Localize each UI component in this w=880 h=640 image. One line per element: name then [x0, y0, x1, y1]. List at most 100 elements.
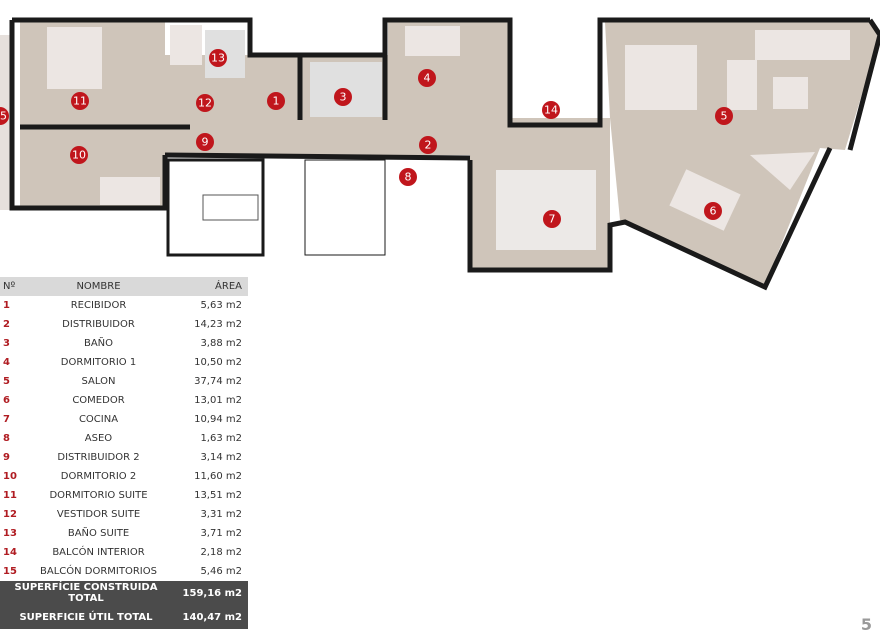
table-row: 14 BALCÓN INTERIOR 2,18 m2: [0, 543, 248, 562]
room-marker: 3: [334, 88, 352, 106]
room-name: COCINA: [78, 414, 119, 425]
room-number: 12: [3, 509, 17, 520]
marker-circle: [715, 107, 733, 125]
room-marker: 7: [543, 210, 561, 228]
marker-circle: [196, 94, 214, 112]
marker-number: 2: [425, 139, 432, 152]
room-marker: 2: [419, 136, 437, 154]
room-number: 10: [3, 471, 17, 482]
room-area: 3,31 m2: [200, 509, 242, 520]
coffee-table: [773, 77, 808, 109]
room-marker: 4: [418, 69, 436, 87]
dining-table: [669, 169, 741, 231]
marker-circle: [71, 92, 89, 110]
room-area: 37,74 m2: [194, 376, 242, 387]
marker-number: 13: [211, 52, 225, 65]
room-number: 14: [3, 547, 17, 558]
room-name: BALCÓN INTERIOR: [52, 547, 145, 558]
room-marker: 10: [70, 146, 88, 164]
marker-circle: [334, 88, 352, 106]
room-number: 6: [3, 395, 10, 406]
total-label: SUPERFÍCIE CONSTRUIDA TOTAL: [0, 581, 172, 605]
marker-circle: [704, 202, 722, 220]
marker-circle: [209, 49, 227, 67]
table-header: Nº NOMBRE ÁREA: [0, 277, 248, 296]
room-name: DORMITORIO SUITE: [49, 490, 148, 501]
room-area: 3,88 m2: [200, 338, 242, 349]
room-number: 4: [3, 357, 10, 368]
room-name: DORMITORIO 2: [60, 471, 137, 482]
room-name: DISTRIBUIDOR 2: [57, 452, 140, 463]
room-number: 11: [3, 490, 17, 501]
marker-number: 3: [340, 91, 347, 104]
room-name: BAÑO SUITE: [67, 528, 130, 539]
room-marker: 11: [71, 92, 89, 110]
room-name: VESTIDOR SUITE: [56, 509, 141, 520]
room-area: 13,51 m2: [194, 490, 242, 501]
marker-number: 10: [72, 149, 86, 162]
marker-circle: [419, 136, 437, 154]
room-marker: 8: [399, 168, 417, 186]
walls: [9, 17, 880, 291]
marker-number: 4: [424, 72, 431, 85]
table-row: 9 DISTRIBUIDOR 2 3,14 m2: [0, 448, 248, 467]
room-name: RECIBIDOR: [70, 300, 127, 311]
room-markers: 123456789101112131415: [0, 49, 733, 228]
room-name: DISTRIBUIDOR: [62, 319, 135, 330]
table-row: 11 DORMITORIO SUITE 13,51 m2: [0, 486, 248, 505]
marker-circle: [399, 168, 417, 186]
marker-number: 9: [202, 136, 209, 149]
room-area: 3,14 m2: [200, 452, 242, 463]
bed-suite: [47, 27, 102, 89]
room-number: 2: [3, 319, 10, 330]
room-name: COMEDOR: [72, 395, 125, 406]
marker-number: 8: [405, 171, 412, 184]
table-row: 6 COMEDOR 13,01 m2: [0, 391, 248, 410]
sofa: [755, 30, 850, 60]
bed-1: [405, 26, 460, 56]
marker-number: 6: [710, 205, 717, 218]
stairwell: [166, 158, 386, 257]
room-area: 10,50 m2: [194, 357, 242, 368]
room-area: 11,60 m2: [194, 471, 242, 482]
room-area: 2,18 m2: [200, 547, 242, 558]
total-label: SUPERFICIE ÚTIL TOTAL: [0, 605, 172, 629]
page-number: 5: [860, 615, 872, 634]
total-area: 159,16 m2: [172, 581, 248, 605]
marker-number: 1: [273, 95, 280, 108]
desk: [100, 177, 160, 205]
marker-circle: [267, 92, 285, 110]
room-marker: 15: [0, 107, 9, 125]
wardrobe: [170, 25, 202, 65]
marker-number: 15: [0, 110, 7, 123]
header-name: NOMBRE: [25, 277, 172, 296]
table-row: 4 DORMITORIO 1 10,50 m2: [0, 353, 248, 372]
room-number: 9: [3, 452, 10, 463]
rug: [625, 45, 697, 110]
room-marker: 1: [267, 92, 285, 110]
room-number: 3: [3, 338, 10, 349]
room-area: 5,46 m2: [200, 566, 242, 577]
floor-plan: 123456789101112131415: [0, 17, 880, 291]
marker-circle: [418, 69, 436, 87]
room-area: 1,63 m2: [200, 433, 242, 444]
room-name: DORMITORIO 1: [60, 357, 137, 368]
marker-circle: [70, 146, 88, 164]
room-marker: 14: [542, 101, 560, 119]
room-name: ASEO: [84, 433, 113, 444]
marker-number: 12: [198, 97, 212, 110]
room-area: 13,01 m2: [194, 395, 242, 406]
marker-circle: [543, 210, 561, 228]
room-number: 7: [3, 414, 10, 425]
marker-circle: [0, 107, 9, 125]
